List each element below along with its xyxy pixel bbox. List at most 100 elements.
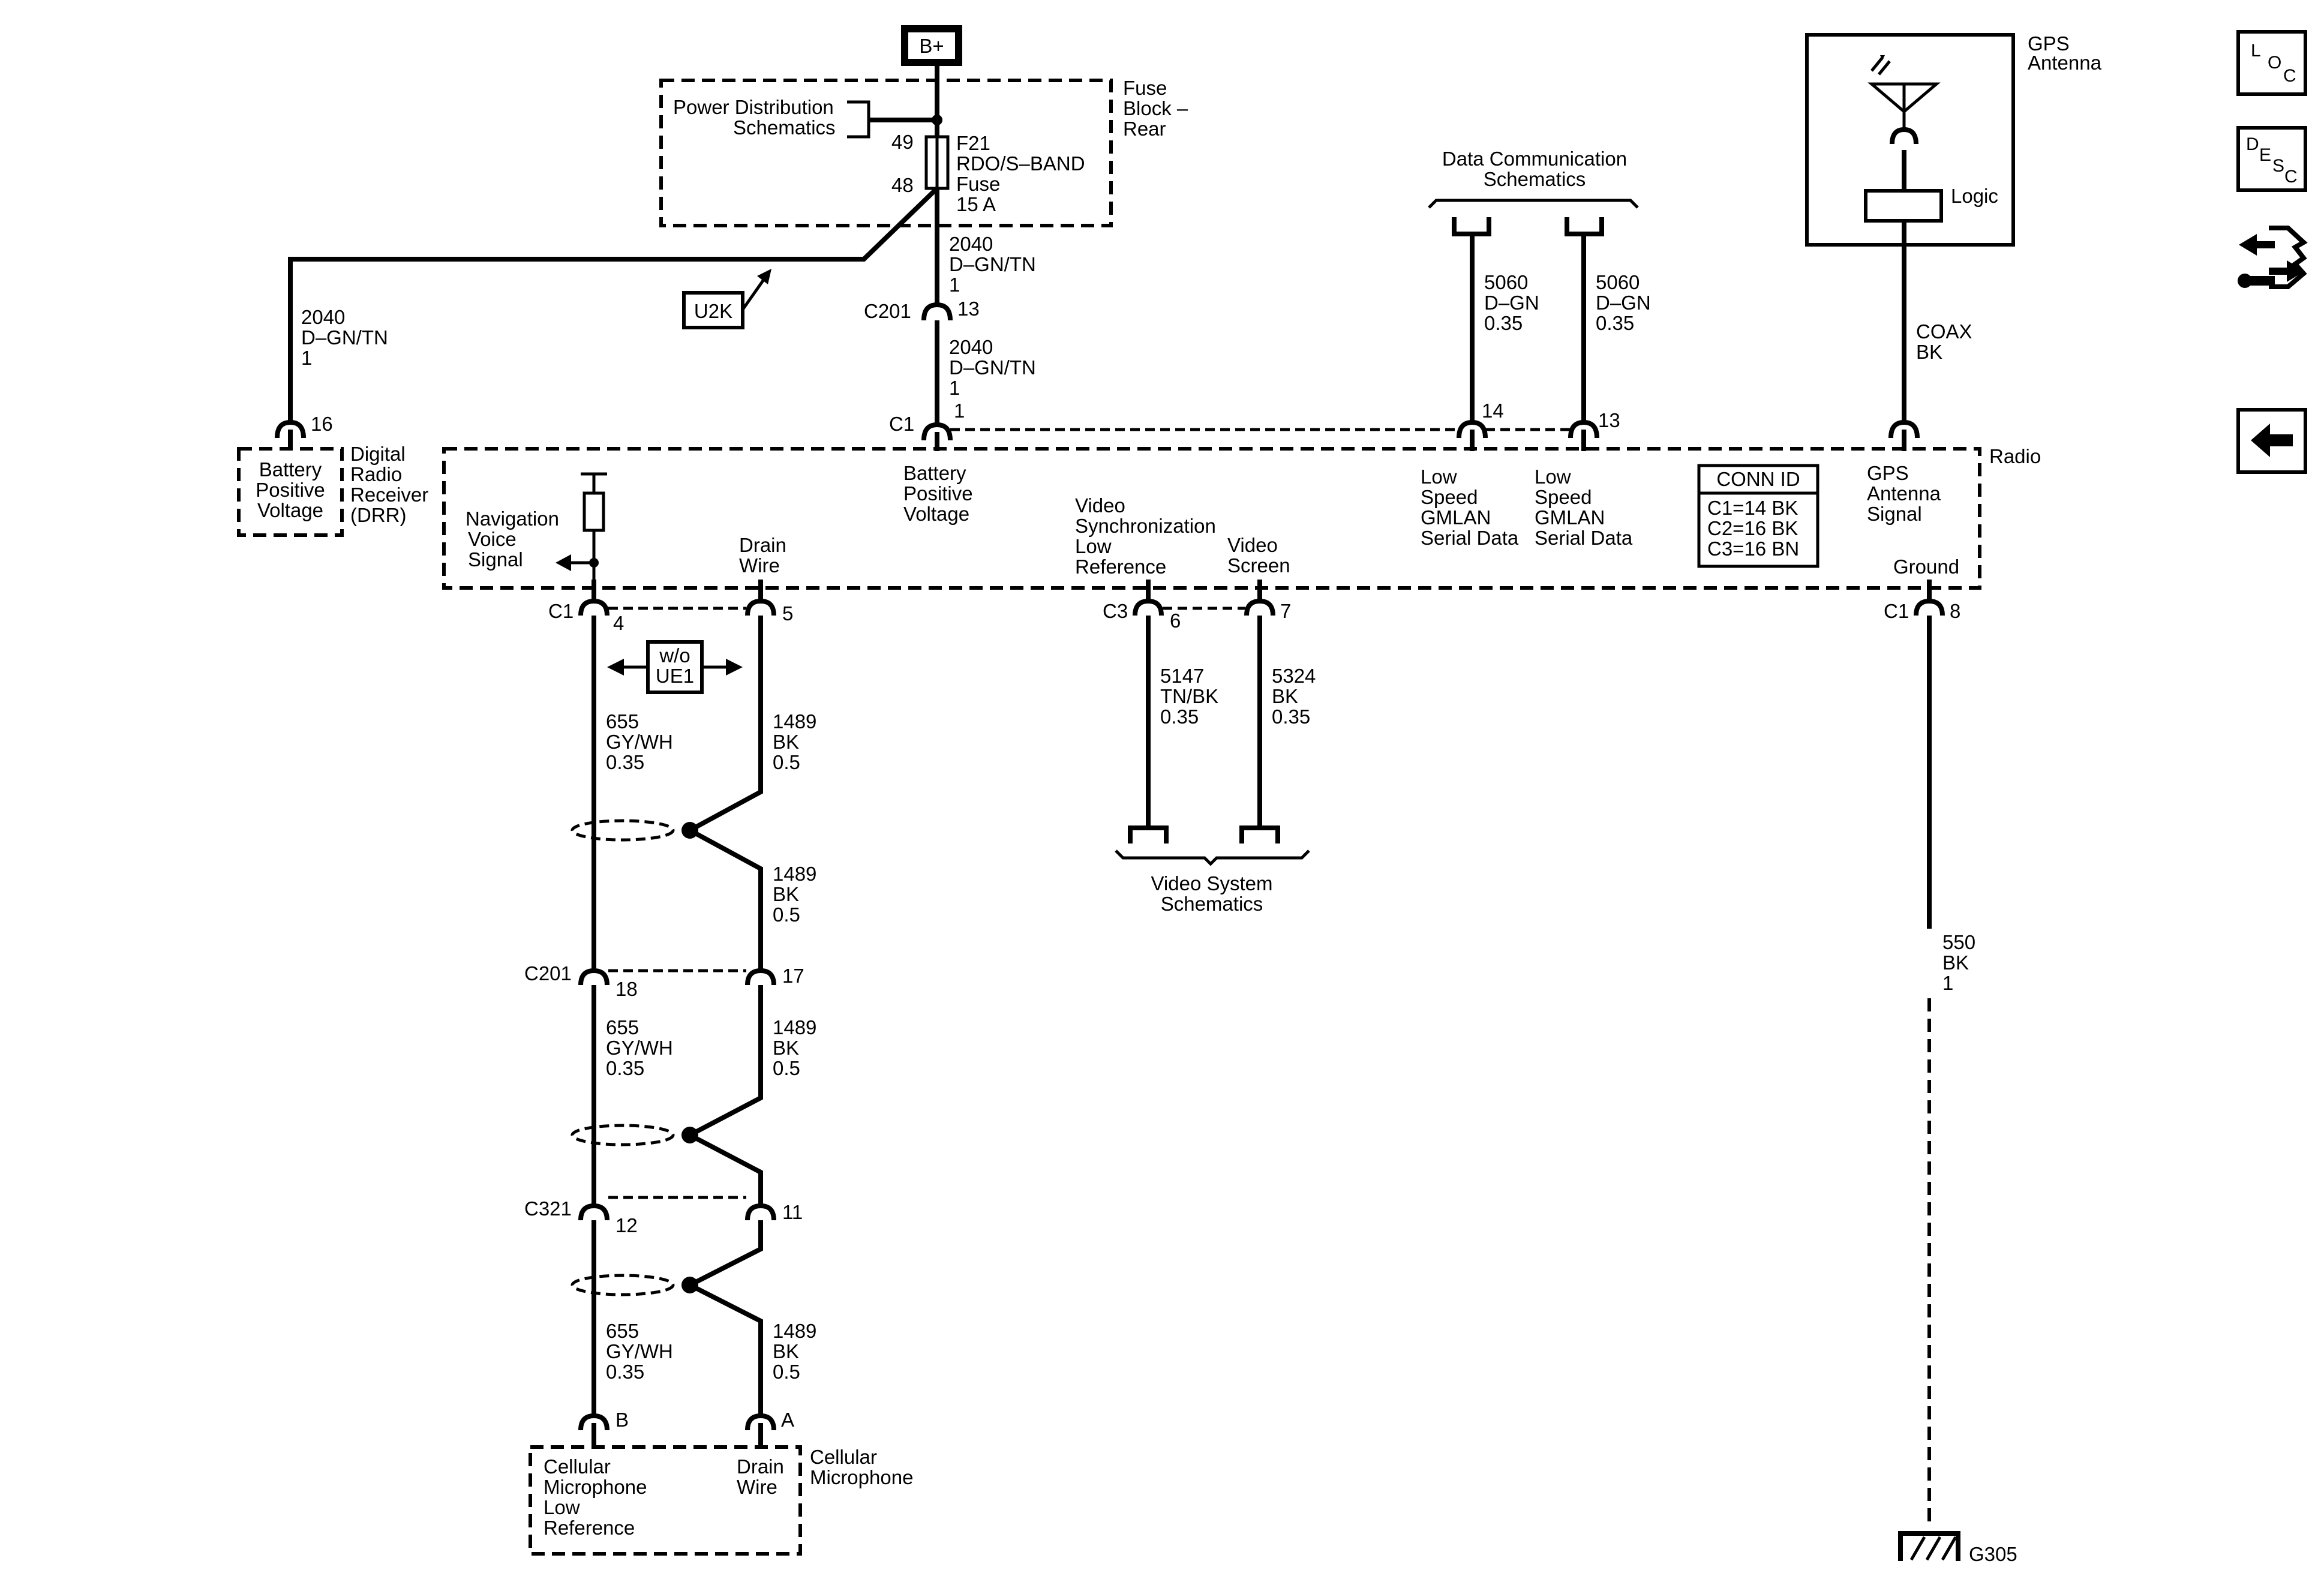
svg-text:C3: C3	[1103, 600, 1128, 622]
svg-text:Video: Video	[1227, 534, 1278, 556]
svg-text:Battery: Battery	[259, 458, 322, 481]
svg-text:14: 14	[1482, 400, 1504, 422]
wire-label: 5060	[1596, 271, 1640, 293]
wire-label: D–GN/TN	[949, 253, 1036, 275]
svg-text:Low: Low	[544, 1496, 580, 1518]
wire-label: 0.35	[1272, 706, 1310, 728]
wire-label: 1	[949, 377, 960, 399]
svg-text:C: C	[2284, 167, 2298, 187]
wire-label: 0.35	[606, 1361, 644, 1383]
option-w-o-ue1: w/o UE1	[607, 640, 743, 694]
wire-label: BK	[773, 1340, 799, 1362]
wire-label: 0.5	[773, 751, 800, 773]
connector-c3-pin6: C3 6	[1103, 580, 1181, 632]
svg-text:4: 4	[613, 612, 624, 634]
wire-label: 2040	[301, 306, 345, 328]
svg-text:C1: C1	[1884, 600, 1909, 622]
fuse-block-title-1: Fuse	[1123, 77, 1167, 99]
svg-text:13: 13	[1598, 409, 1620, 431]
svg-text:Low: Low	[1421, 466, 1457, 488]
svg-text:Radio: Radio	[1989, 445, 2041, 467]
wire-label: 5147	[1160, 665, 1204, 687]
wire-label: 655	[606, 1320, 639, 1342]
wire-label: GY/WH	[606, 1340, 673, 1362]
svg-text:8: 8	[1950, 600, 1960, 622]
wire-label: 655	[606, 710, 639, 733]
svg-text:Speed: Speed	[1421, 486, 1478, 508]
wire-label: D–GN/TN	[949, 356, 1036, 379]
svg-text:Video: Video	[1075, 494, 1125, 517]
wire-label: 0.35	[606, 751, 644, 773]
wire-label: TN/BK	[1160, 685, 1218, 707]
svg-text:O: O	[2268, 53, 2281, 73]
svg-text:18: 18	[615, 978, 638, 1000]
battery-label: B+	[919, 35, 944, 57]
svg-text:w/o: w/o	[659, 644, 690, 667]
wire-label: D–GN	[1484, 292, 1539, 314]
video-system-schematics: Video System Schematics	[1115, 825, 1310, 915]
svg-text:UE1: UE1	[656, 665, 694, 687]
wire-label: 2040	[949, 336, 993, 358]
svg-text:13: 13	[957, 298, 980, 320]
svg-text:Speed: Speed	[1535, 486, 1592, 508]
svg-text:Drain: Drain	[737, 1455, 784, 1478]
ground-icon: G305	[1898, 1531, 2017, 1565]
wire-label: 0.5	[773, 1361, 800, 1383]
svg-text:Low: Low	[1075, 535, 1112, 557]
wire-label: BK	[773, 883, 799, 905]
wire-label: 5060	[1484, 271, 1528, 293]
svg-text:Screen: Screen	[1227, 554, 1290, 577]
wire-label: 1489	[773, 1320, 816, 1342]
svg-text:Drain: Drain	[739, 534, 786, 556]
fuse-block-title-2: Block –	[1123, 97, 1188, 119]
pds-label-1: Power Distribution	[673, 96, 834, 118]
svg-text:Voltage: Voltage	[903, 503, 969, 525]
wire-label: 0.35	[606, 1057, 644, 1079]
svg-text:C: C	[2283, 66, 2296, 86]
svg-text:C201: C201	[864, 300, 911, 322]
fuse-block-rear: Fuse Block – Rear Power Distribution Sch…	[659, 66, 1188, 227]
desc-icon: D E S C	[2246, 134, 2298, 187]
svg-text:5: 5	[782, 602, 793, 625]
svg-text:Reference: Reference	[1075, 556, 1166, 578]
desc-button[interactable]: D E S C	[2236, 126, 2307, 192]
logic-block	[1864, 189, 1943, 223]
wire-label: BK	[773, 1037, 799, 1059]
wire-label: GY/WH	[606, 1037, 673, 1059]
connector-tool-button[interactable]	[2233, 216, 2311, 300]
svg-text:C1: C1	[889, 413, 914, 435]
svg-text:Video System: Video System	[1151, 872, 1273, 894]
svg-text:GPS: GPS	[2028, 32, 2070, 55]
svg-text:Serial Data: Serial Data	[1535, 527, 1633, 549]
svg-text:6: 6	[1170, 610, 1181, 632]
svg-text:Microphone: Microphone	[544, 1476, 647, 1498]
connector-drain-5: 5	[745, 580, 793, 625]
svg-text:17: 17	[782, 965, 804, 987]
connector-gmlan-14: 14	[1457, 400, 1504, 451]
svg-text:B: B	[615, 1409, 629, 1431]
connector-drr-16: 16	[275, 413, 333, 450]
svg-text:Wire: Wire	[739, 554, 780, 577]
svg-text:Positive: Positive	[903, 482, 973, 505]
wire-label: 1	[949, 274, 960, 296]
loc-icon: L O C	[2251, 41, 2296, 86]
svg-text:7: 7	[1280, 600, 1291, 622]
svg-text:C1: C1	[548, 600, 574, 622]
wire-label: COAX	[1916, 320, 1972, 343]
connector-c1-pin4: C1 4	[548, 580, 624, 634]
svg-text:Voice: Voice	[468, 528, 517, 550]
svg-text:12: 12	[615, 1214, 638, 1236]
wire-label: 0.35	[1596, 312, 1634, 334]
svg-text:C201: C201	[524, 962, 572, 984]
wire-label: 0.5	[773, 1057, 800, 1079]
loc-button[interactable]: L O C	[2236, 30, 2307, 96]
svg-text:Microphone: Microphone	[810, 1466, 913, 1488]
svg-text:G305: G305	[1969, 1543, 2017, 1565]
svg-text:16: 16	[311, 413, 333, 435]
back-button[interactable]	[2236, 408, 2307, 474]
wire-label: 1	[301, 347, 312, 369]
svg-text:Serial Data: Serial Data	[1421, 527, 1519, 549]
wire-label: BK	[1942, 951, 1969, 974]
conn-id-table: CONN ID C1=14 BK C2=16 BK C3=16 BN	[1697, 464, 1819, 568]
